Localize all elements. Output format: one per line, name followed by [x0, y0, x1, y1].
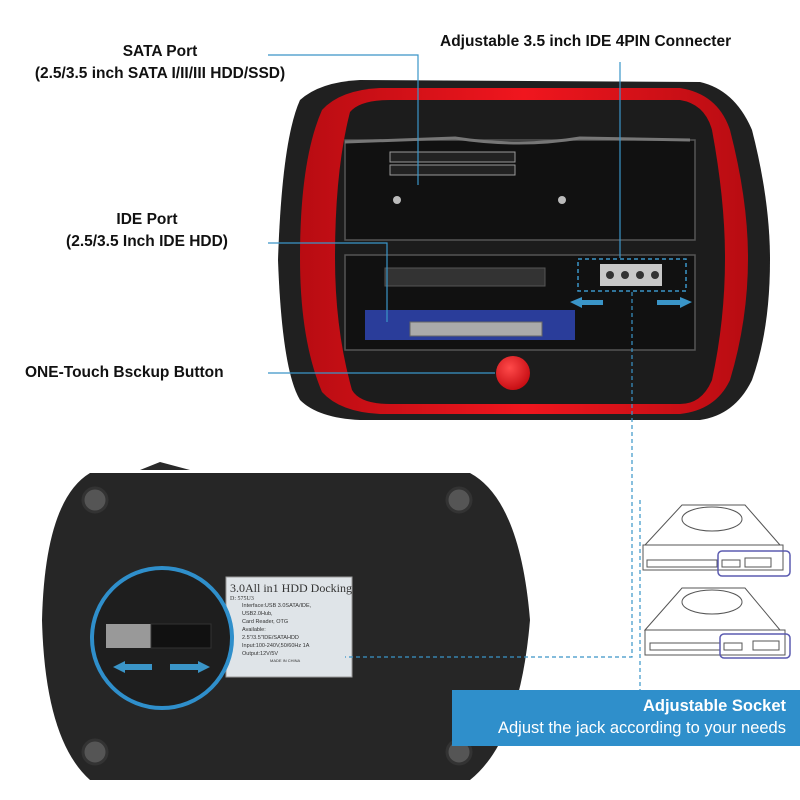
- sata-port-callout: SATA Port (2.5/3.5 inch SATA I/II/III HD…: [5, 41, 315, 85]
- ide-leader-line: [268, 242, 388, 322]
- backup-button-graphic: [496, 356, 530, 390]
- backup-button-title: ONE-Touch Bsckup Button: [25, 364, 224, 381]
- spec-line: USB2.0Hub,: [242, 611, 273, 617]
- leader-lines: [268, 54, 641, 690]
- hdd-diagram-top: [642, 504, 791, 577]
- banner-title: Adjustable Socket: [642, 697, 786, 715]
- socket-dashed-line: [345, 292, 633, 658]
- device-label-footer: MADE IN CHINA: [270, 658, 301, 663]
- device-label-model: D: 575U3: [230, 596, 254, 602]
- ide-port-callout: IDE Port (2.5/3.5 Inch IDE HDD): [22, 209, 272, 253]
- hdd-dock-front-view: [278, 80, 770, 420]
- ide-port-subtitle: (2.5/3.5 Inch IDE HDD): [66, 233, 228, 250]
- spec-line: Card Reader, OTG: [242, 619, 289, 625]
- ide-port-title: IDE Port: [116, 211, 178, 228]
- banner-subtitle: Adjust the jack according to your needs: [497, 719, 786, 737]
- hdd-dock-bottom-view: [42, 462, 530, 780]
- ide-4pin-title: Adjustable 3.5 inch IDE 4PIN Connecter: [440, 33, 732, 50]
- adjustable-socket-banner: Adjustable Socket Adjust the jack accord…: [452, 690, 800, 746]
- spec-line: Output:12V/5V: [242, 651, 279, 657]
- spec-line: 2.5"/3.5"IDE/SATAHDD: [242, 635, 299, 641]
- spec-line: Input:100-240V,50/60Hz 1A: [242, 643, 310, 649]
- sata-port-subtitle: (2.5/3.5 inch SATA I/II/III HDD/SSD): [34, 65, 286, 82]
- device-label-specs: Interface:USB 3.0SATA/IDE, USB2.0Hub, Ca…: [230, 602, 350, 658]
- spec-line: Available:: [242, 627, 266, 633]
- device-label-plate: 3.0All in1 HDD Docking D: 575U3 Interfac…: [230, 581, 352, 663]
- spec-line: Interface:USB 3.0SATA/IDE,: [242, 603, 312, 609]
- ide-4pin-callout: Adjustable 3.5 inch IDE 4PIN Connecter: [440, 31, 731, 53]
- sata-port-title: SATA Port: [122, 43, 198, 60]
- hdd-diagram-bottom: [643, 587, 791, 659]
- device-label-title: 3.0All in1 HDD Docking: [230, 581, 352, 595]
- backup-button-callout: ONE-Touch Bsckup Button: [25, 362, 224, 384]
- sata-leader-line: [268, 54, 419, 185]
